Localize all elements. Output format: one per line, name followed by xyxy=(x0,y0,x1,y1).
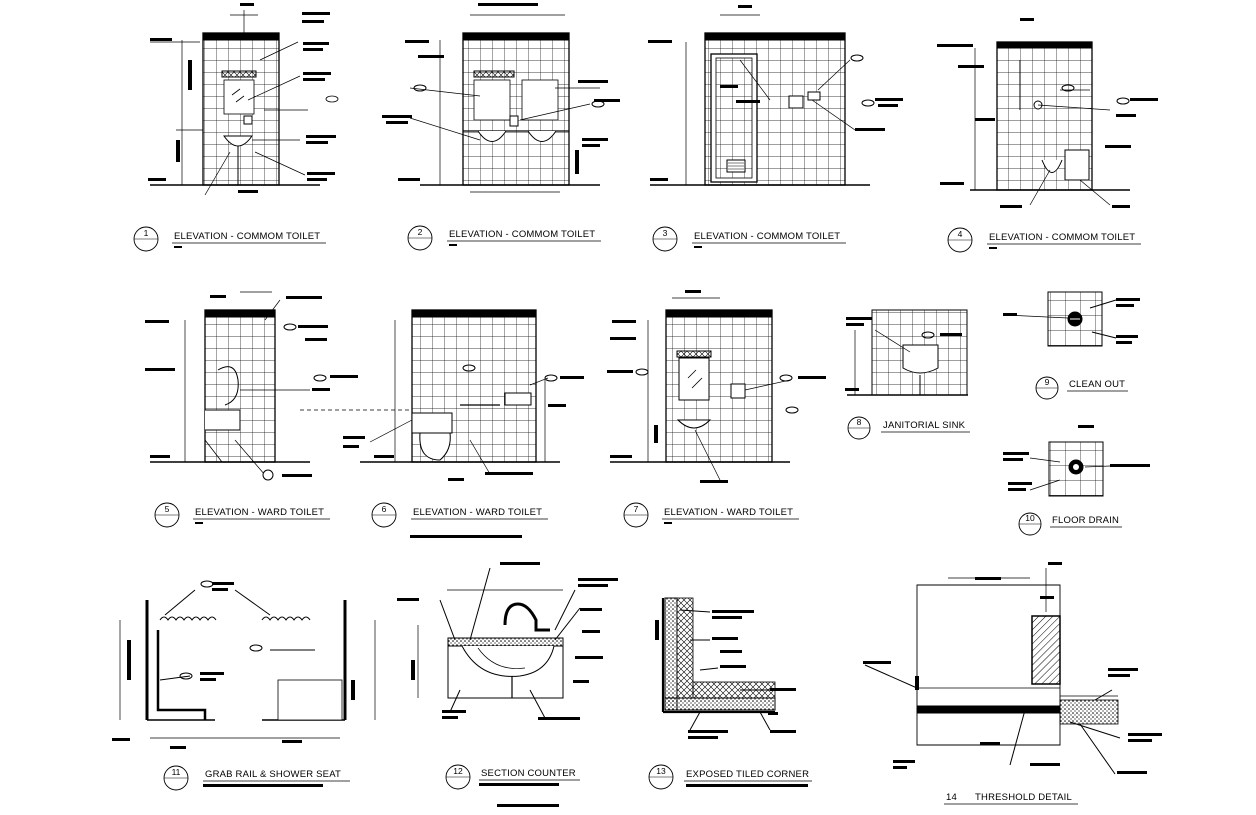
title-11: 11 GRAB RAIL & SHOWER SEAT xyxy=(163,765,350,791)
title-13-text: EXPOSED TILED CORNER xyxy=(686,769,809,780)
title-14-text: THRESHOLD DETAIL xyxy=(975,792,1072,803)
elevation-2-drawing xyxy=(382,3,620,193)
elevation-1-drawing xyxy=(148,3,339,196)
title-3-number: 3 xyxy=(663,228,668,238)
title-10: 10 FLOOR DRAIN xyxy=(1018,512,1122,536)
title-5-text: ELEVATION - WARD TOILET xyxy=(195,507,324,518)
title-6: 6 ELEVATION - WARD TOILET xyxy=(371,502,548,538)
elevation-7-drawing xyxy=(607,290,826,483)
elevation-5-drawing xyxy=(145,291,358,481)
title-12: 12 SECTION COUNTER xyxy=(445,764,580,790)
title-2: 2 ELEVATION - COMMOM TOILET xyxy=(407,225,601,251)
title-9: 9 CLEAN OUT xyxy=(1035,376,1128,400)
title-1-number: 1 xyxy=(144,228,149,238)
title-6-number: 6 xyxy=(382,504,387,514)
section-counter-drawing xyxy=(397,562,618,807)
janitorial-sink-drawing xyxy=(845,309,968,396)
title-7-text: ELEVATION - WARD TOILET xyxy=(664,507,793,518)
title-9-text: CLEAN OUT xyxy=(1069,379,1125,390)
title-12-text: SECTION COUNTER xyxy=(481,768,576,779)
title-8-text: JANITORIAL SINK xyxy=(883,420,966,431)
floor-drain-drawing xyxy=(1003,425,1150,497)
title-7: 7 ELEVATION - WARD TOILET xyxy=(623,502,799,528)
elevation-3-drawing xyxy=(648,5,903,186)
title-4-text: ELEVATION - COMMOM TOILET xyxy=(989,232,1135,243)
title-12-number: 12 xyxy=(453,766,463,776)
title-10-text: FLOOR DRAIN xyxy=(1052,515,1119,526)
elevation-4-drawing xyxy=(937,18,1158,208)
elevation-6-drawing xyxy=(300,309,584,481)
title-11-text: GRAB RAIL & SHOWER SEAT xyxy=(205,769,341,780)
title-9-number: 9 xyxy=(1045,377,1050,387)
title-3: 3 ELEVATION - COMMOM TOILET xyxy=(652,226,846,252)
title-1: 1 ELEVATION - COMMOM TOILET xyxy=(133,226,326,252)
title-2-text: ELEVATION - COMMOM TOILET xyxy=(449,229,595,240)
title-1-text: ELEVATION - COMMOM TOILET xyxy=(174,231,320,242)
clean-out-drawing xyxy=(1003,291,1140,347)
title-4: 4 ELEVATION - COMMOM TOILET xyxy=(947,227,1141,253)
title-3-text: ELEVATION - COMMOM TOILET xyxy=(694,231,840,242)
title-7-number: 7 xyxy=(634,504,639,514)
title-6-text: ELEVATION - WARD TOILET xyxy=(413,507,542,518)
title-13: 13 EXPOSED TILED CORNER xyxy=(648,764,812,790)
title-14-number: 14 xyxy=(946,792,957,803)
threshold-detail-drawing xyxy=(863,562,1162,775)
title-2-number: 2 xyxy=(418,227,423,237)
title-5-number: 5 xyxy=(165,504,170,514)
exposed-tiled-corner-drawing xyxy=(655,597,808,787)
title-4-number: 4 xyxy=(958,229,963,239)
title-8-number: 8 xyxy=(857,417,862,427)
title-10-number: 10 xyxy=(1025,513,1035,523)
title-14: 14 THRESHOLD DETAIL xyxy=(944,792,1078,805)
grab-rail-drawing xyxy=(112,580,376,749)
title-5: 5 ELEVATION - WARD TOILET xyxy=(154,502,330,528)
title-11-number: 11 xyxy=(172,767,181,777)
title-13-number: 13 xyxy=(656,766,666,776)
title-8: 8 JANITORIAL SINK xyxy=(847,416,970,440)
